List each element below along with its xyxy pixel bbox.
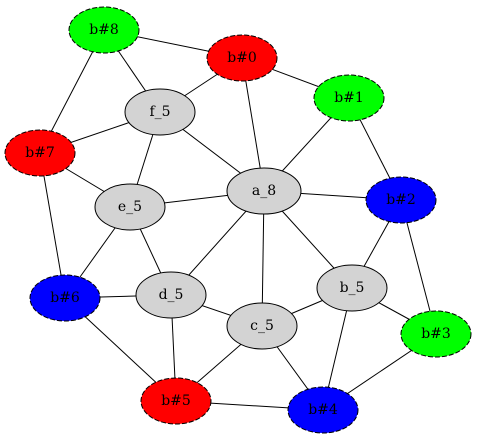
node-label: b#5 bbox=[161, 393, 191, 409]
node-b7: b#7 bbox=[4, 129, 76, 177]
node-shape bbox=[226, 302, 298, 350]
node-shape bbox=[68, 6, 140, 54]
node-label: b#6 bbox=[50, 290, 80, 306]
nodes-layer: b#0 b#1 b#2 b#3 b#4 b#5 b#6 b#7 b#8 a_8 b_5 c_5 d_5 e… bbox=[4, 6, 472, 434]
node-shape bbox=[400, 310, 472, 358]
node-shape bbox=[94, 183, 166, 231]
node-shape bbox=[287, 386, 359, 434]
node-label: b#0 bbox=[227, 50, 257, 66]
node-shape bbox=[4, 129, 76, 177]
node-shape bbox=[206, 34, 278, 82]
node-label: b#7 bbox=[25, 145, 55, 161]
node-shape bbox=[226, 167, 302, 215]
node-label: b#4 bbox=[308, 402, 338, 418]
node-b6: b#6 bbox=[29, 274, 101, 322]
node-b5: b#5 bbox=[140, 377, 212, 425]
node-f5: f_5 bbox=[124, 88, 196, 136]
node-label: f_5 bbox=[149, 104, 170, 120]
node-b4: b#4 bbox=[287, 386, 359, 434]
node-label: b#2 bbox=[386, 192, 416, 208]
node-label: d_5 bbox=[159, 287, 184, 303]
node-label: b_5 bbox=[340, 280, 365, 296]
node-shape bbox=[140, 377, 212, 425]
node-b8: b#8 bbox=[68, 6, 140, 54]
node-shape bbox=[365, 176, 437, 224]
node-label: a_8 bbox=[252, 183, 276, 199]
node-shape bbox=[124, 88, 196, 136]
node-label: b#3 bbox=[421, 326, 451, 342]
node-shape bbox=[135, 271, 207, 319]
node-label: e_5 bbox=[118, 199, 142, 215]
node-label: b#8 bbox=[89, 22, 119, 38]
node-shape bbox=[313, 74, 385, 122]
node-label: b#1 bbox=[334, 90, 364, 106]
node-b3: b#3 bbox=[400, 310, 472, 358]
node-shape bbox=[29, 274, 101, 322]
edge-b7-b6 bbox=[39, 152, 66, 299]
node-label: c_5 bbox=[250, 318, 274, 334]
node-c5: c_5 bbox=[226, 302, 298, 350]
node-a8: a_8 bbox=[226, 167, 302, 215]
node-b2: b#2 bbox=[365, 176, 437, 224]
node-b_5: b_5 bbox=[316, 264, 388, 312]
node-b1: b#1 bbox=[313, 74, 385, 122]
node-d5: d_5 bbox=[135, 271, 207, 319]
node-e5: e_5 bbox=[94, 183, 166, 231]
node-b0: b#0 bbox=[206, 34, 278, 82]
node-shape bbox=[316, 264, 388, 312]
